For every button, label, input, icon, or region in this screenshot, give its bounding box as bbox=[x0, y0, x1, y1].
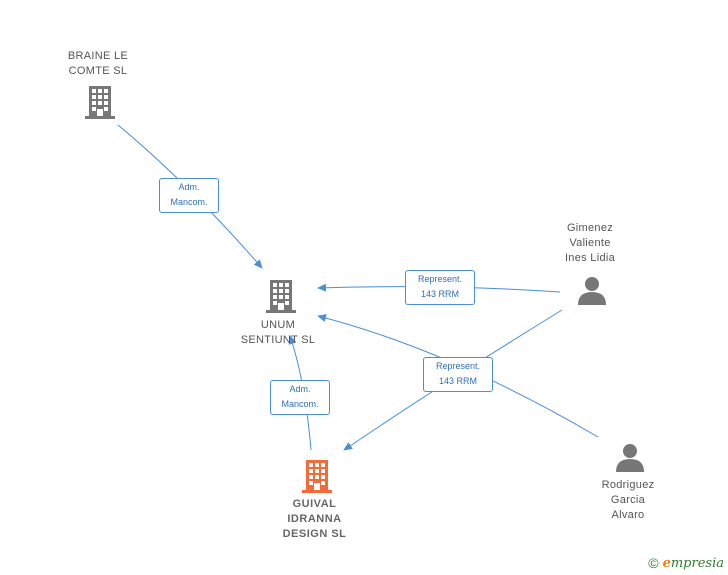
person-icon[interactable] bbox=[614, 442, 646, 472]
empresia-footer: © empresia bbox=[648, 555, 724, 571]
copyright-icon: © bbox=[648, 555, 659, 571]
node-label-rodriguez[interactable]: Rodriguez Garcia Alvaro bbox=[601, 479, 655, 521]
edge-label-guival-unum[interactable]: Adm. Mancom. bbox=[270, 380, 330, 415]
building-icon[interactable] bbox=[301, 458, 333, 494]
brand-e: e bbox=[662, 555, 671, 571]
building-icon[interactable] bbox=[84, 84, 116, 120]
node-label-guival[interactable]: GUIVAL IDRANNA DESIGN SL bbox=[282, 498, 347, 540]
edge-label-rodriguez-guival[interactable]: Represent. 143 RRM bbox=[423, 357, 493, 392]
node-label-braine[interactable]: BRAINE LE COMTE SL bbox=[67, 50, 129, 77]
person-icon[interactable] bbox=[576, 275, 608, 305]
node-label-unum[interactable]: UNUM SENTIUNT SL bbox=[240, 319, 316, 346]
building-icon[interactable] bbox=[265, 278, 297, 314]
edge-label-gimenez-unum[interactable]: Represent. 143 RRM bbox=[405, 270, 475, 305]
edge-label-braine-unum[interactable]: Adm. Mancom. bbox=[159, 178, 219, 213]
brand-rest: mpresia bbox=[670, 555, 724, 571]
node-label-gimenez[interactable]: Gimenez Valiente Ines Lidia bbox=[564, 222, 616, 264]
empresia-logo[interactable]: empresia bbox=[663, 556, 724, 571]
